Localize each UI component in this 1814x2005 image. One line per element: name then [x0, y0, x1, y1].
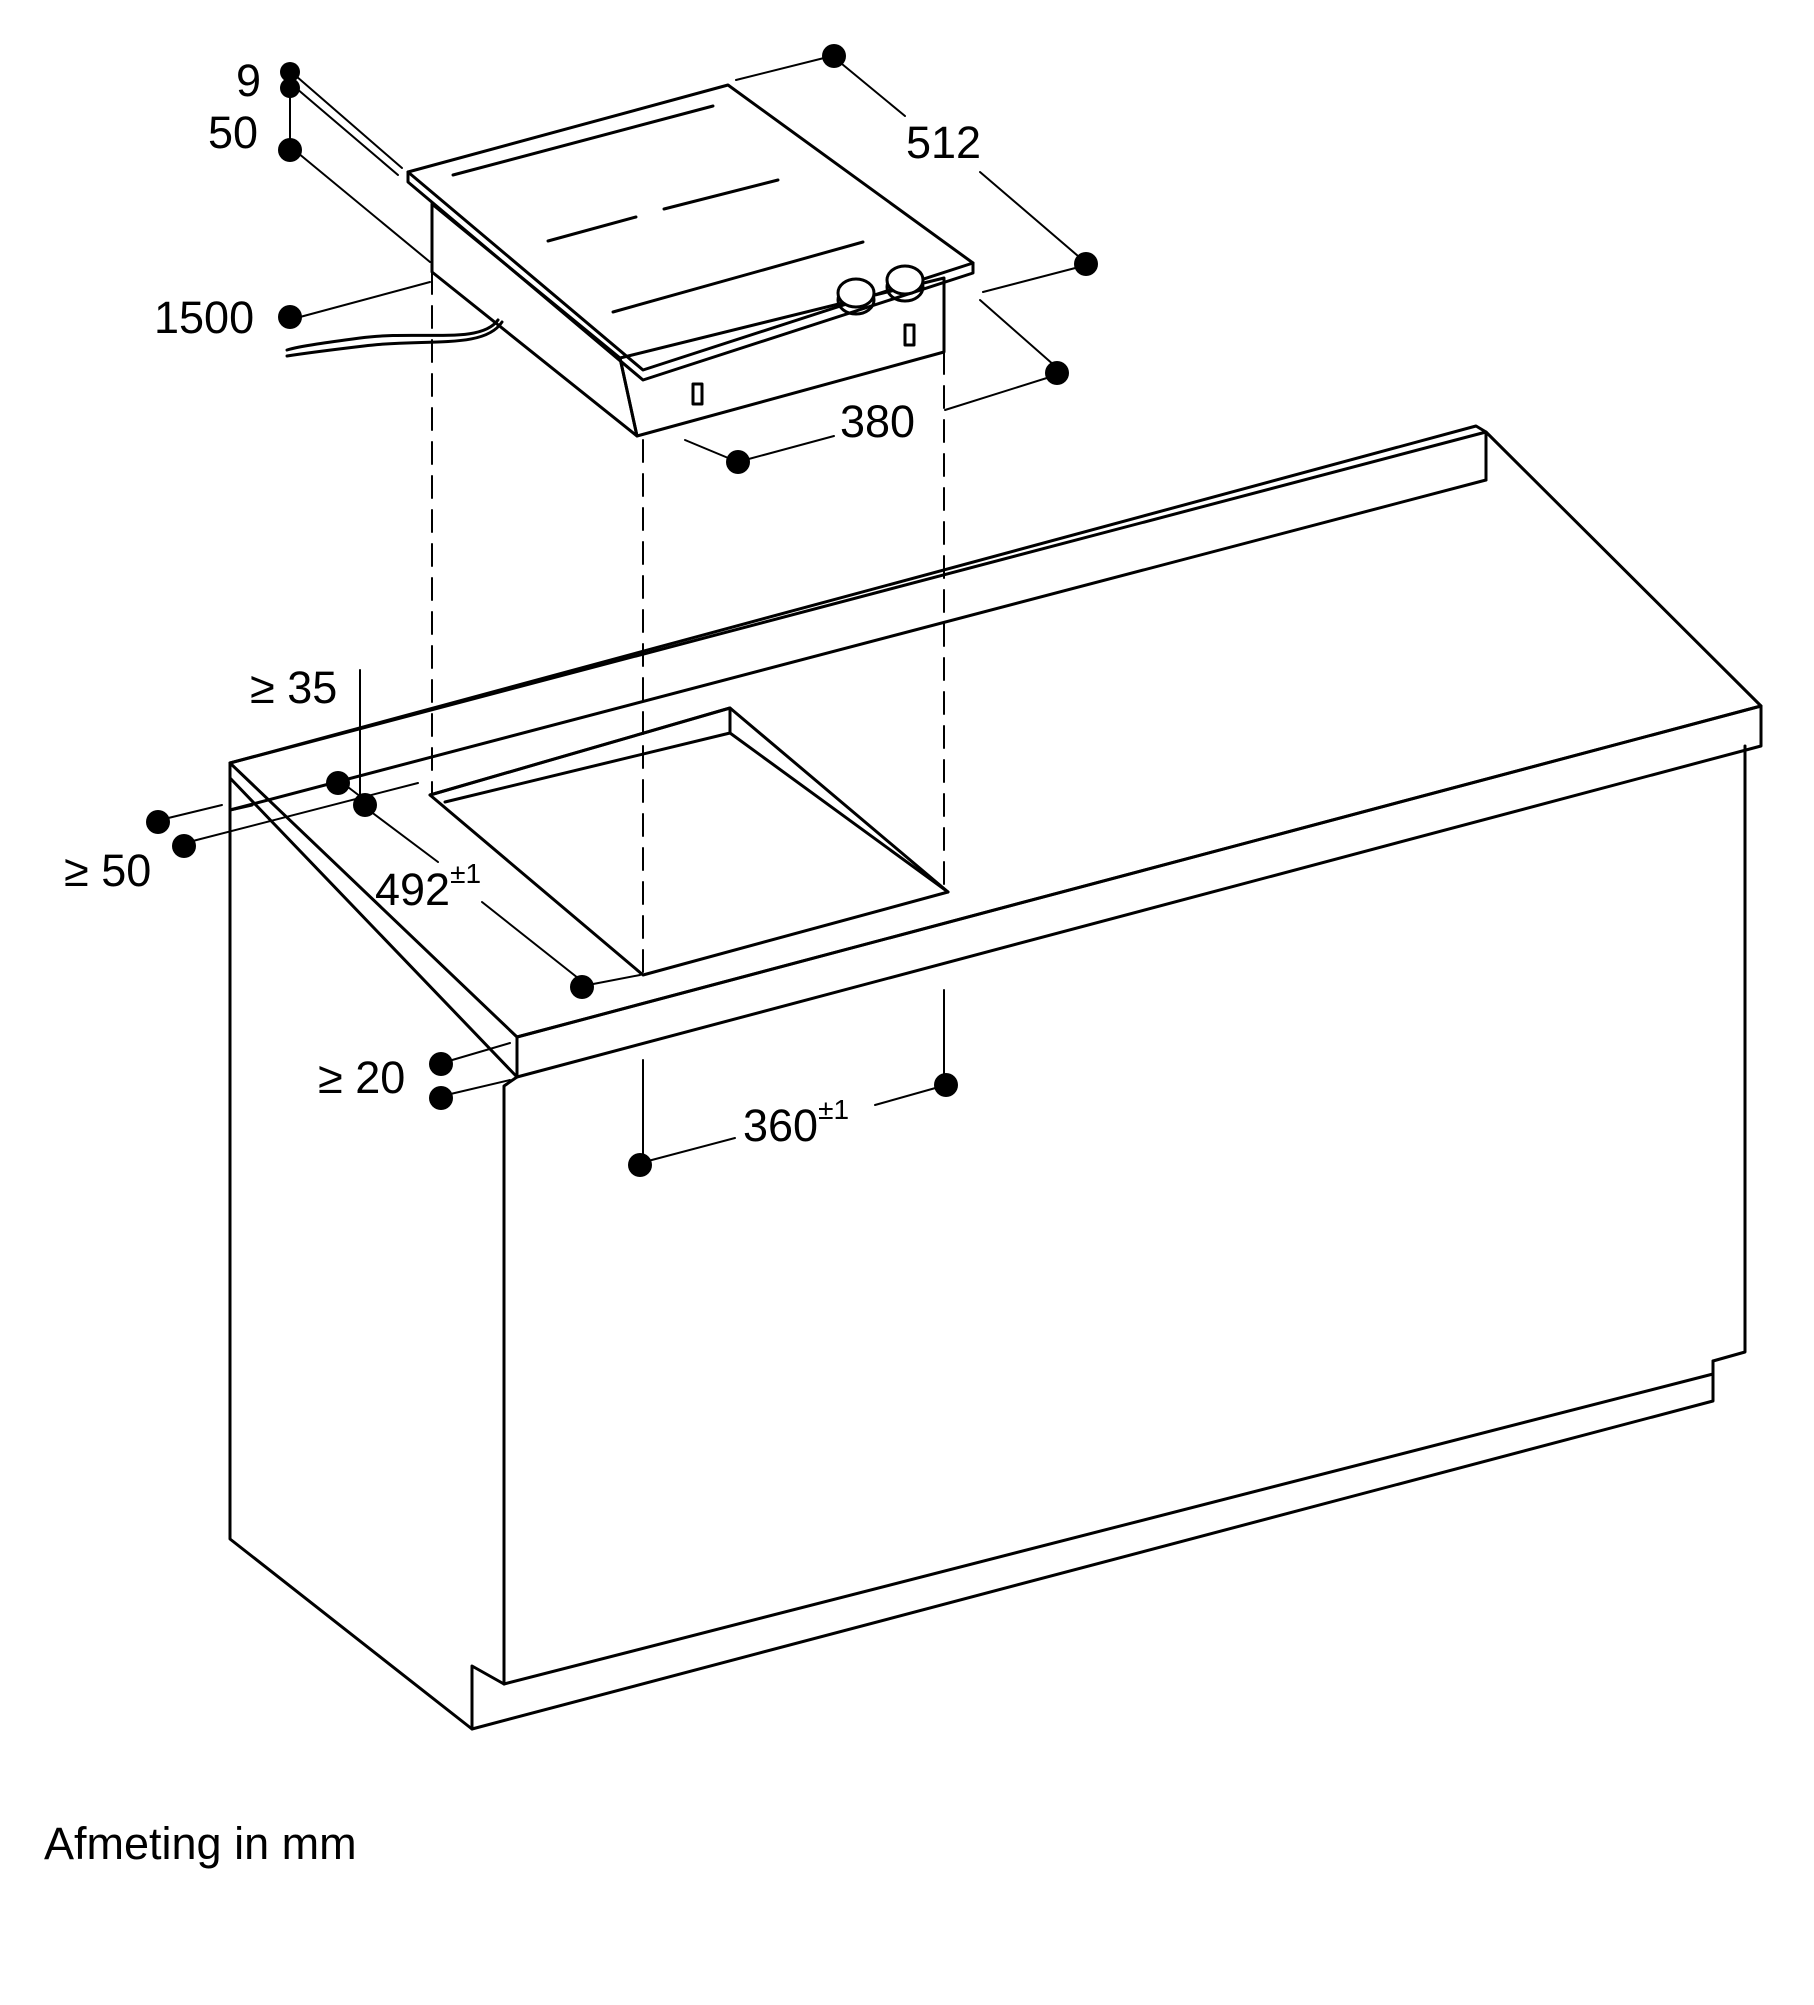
appliance-glass-top [406, 83, 975, 372]
power-cord [285, 320, 504, 358]
dot [353, 793, 377, 817]
dim-label-50: 50 [208, 107, 258, 158]
appliance [285, 83, 975, 438]
dot [280, 78, 300, 98]
dot [726, 450, 750, 474]
dim-label-min-50: ≥ 50 [64, 845, 151, 896]
dot [628, 1153, 652, 1177]
dim-label-1500: 1500 [154, 292, 254, 343]
dim-label-380: 380 [840, 396, 915, 447]
cabinet-plinth [470, 1359, 1715, 1731]
dot [570, 975, 594, 999]
vent-right [903, 323, 916, 347]
backsplash [228, 478, 1488, 812]
zone-mark [611, 240, 865, 314]
backsplash-top [228, 424, 1488, 765]
dimension-lines [159, 55, 1086, 1162]
dim-label-min-35: ≥ 35 [250, 662, 337, 713]
projection-lines [431, 271, 945, 976]
dot [429, 1052, 453, 1076]
dot [278, 305, 302, 329]
zone-mark [662, 178, 780, 211]
dimension-labels: 9 50 1500 512 380 ≥ 35 ≥ 50 492±1 ≥ 20 3… [64, 55, 981, 1151]
cabinet [228, 424, 1763, 1731]
dim-label-9: 9 [236, 55, 261, 106]
appliance-body-left [430, 202, 639, 438]
backsplash-lip [228, 803, 254, 812]
countertop-cutout [428, 706, 950, 977]
cutout-depth [443, 731, 732, 804]
dot [278, 138, 302, 162]
dot [146, 810, 170, 834]
zone-mark [451, 104, 715, 177]
zone-mark [546, 215, 638, 243]
knob-right [885, 264, 925, 303]
countertop-top [228, 430, 1763, 1039]
cabinet-front [502, 744, 1747, 1686]
dot [1074, 252, 1098, 276]
units-caption: Afmeting in mm [44, 1818, 357, 1869]
dot [934, 1073, 958, 1097]
dot [1045, 361, 1069, 385]
dot [172, 834, 196, 858]
vent-left [691, 382, 704, 406]
dim-label-360: 360±1 [743, 1094, 849, 1151]
dot [822, 44, 846, 68]
cutout-depth [428, 706, 950, 894]
dot [429, 1086, 453, 1110]
dot [326, 771, 350, 795]
knob-left [836, 277, 876, 316]
dim-label-min-20: ≥ 20 [318, 1052, 405, 1103]
dimension-dots [146, 44, 1098, 1177]
dim-label-492: 492±1 [375, 858, 481, 915]
countertop-front-edge [515, 704, 1763, 1079]
dim-label-512: 512 [906, 117, 981, 168]
cabinet-side [228, 776, 474, 1731]
power-cord [285, 318, 500, 352]
appliance-glass-edge [406, 170, 975, 382]
dot [280, 62, 300, 82]
